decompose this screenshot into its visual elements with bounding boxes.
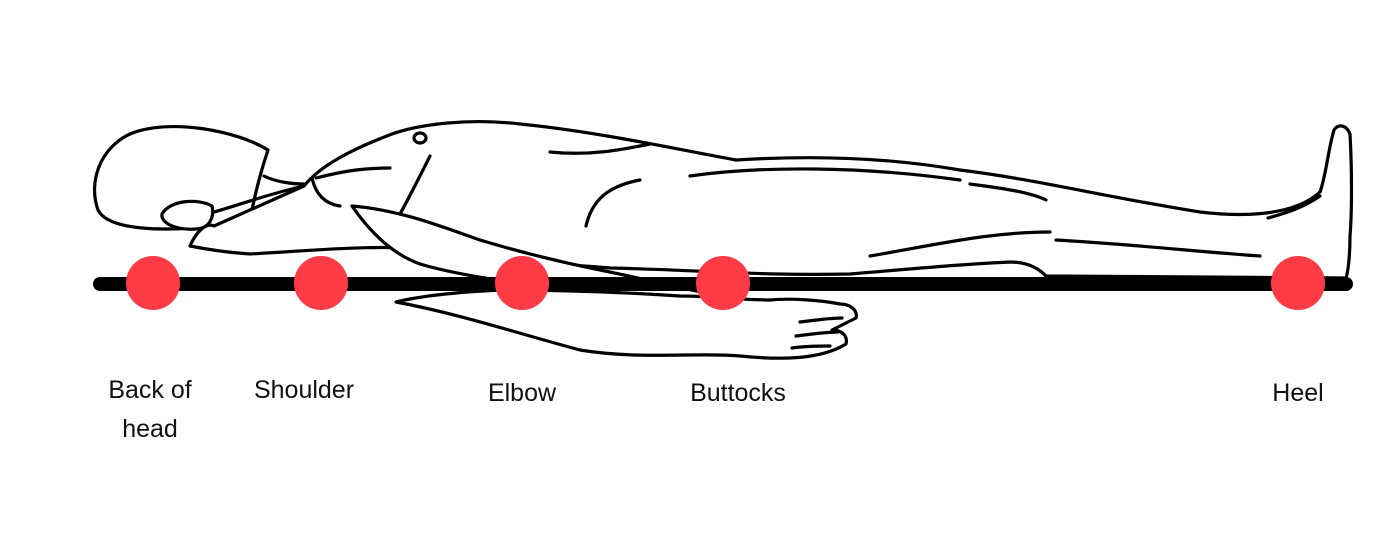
shin-line	[1054, 238, 1262, 258]
neck-outline	[212, 184, 306, 214]
shoulder-outline	[310, 176, 342, 208]
pressure-point-back-of-head	[126, 256, 180, 310]
abdomen-line	[548, 142, 652, 155]
pressure-point-buttocks	[696, 256, 750, 310]
forearm-outline	[394, 288, 858, 360]
hip-line	[584, 178, 642, 228]
pressure-point-shoulder	[294, 256, 348, 310]
label-elbow: Elbow	[487, 379, 557, 407]
pressure-point-heel	[1271, 256, 1325, 310]
body-outline	[188, 120, 1354, 280]
label-heel: Heel	[1272, 379, 1324, 407]
calf-line	[868, 230, 1052, 258]
shoulder-joint-mark	[412, 131, 428, 145]
finger-lines	[790, 316, 844, 350]
ankle-line	[1266, 194, 1322, 220]
collarbone-line	[314, 166, 392, 180]
ear-outline	[160, 199, 215, 231]
supine-person-lineart-icon	[93, 120, 1354, 360]
pressure-point-markers	[126, 256, 1325, 310]
thigh-line	[688, 167, 962, 182]
label-shoulder: Shoulder	[253, 376, 355, 404]
label-buttocks: Buttocks	[690, 379, 786, 407]
chest-line	[398, 154, 432, 216]
jaw-outline	[262, 174, 306, 186]
pressure-point-elbow	[495, 256, 549, 310]
label-back-of-head: Back of head	[108, 376, 192, 443]
knee-line	[968, 182, 1048, 202]
